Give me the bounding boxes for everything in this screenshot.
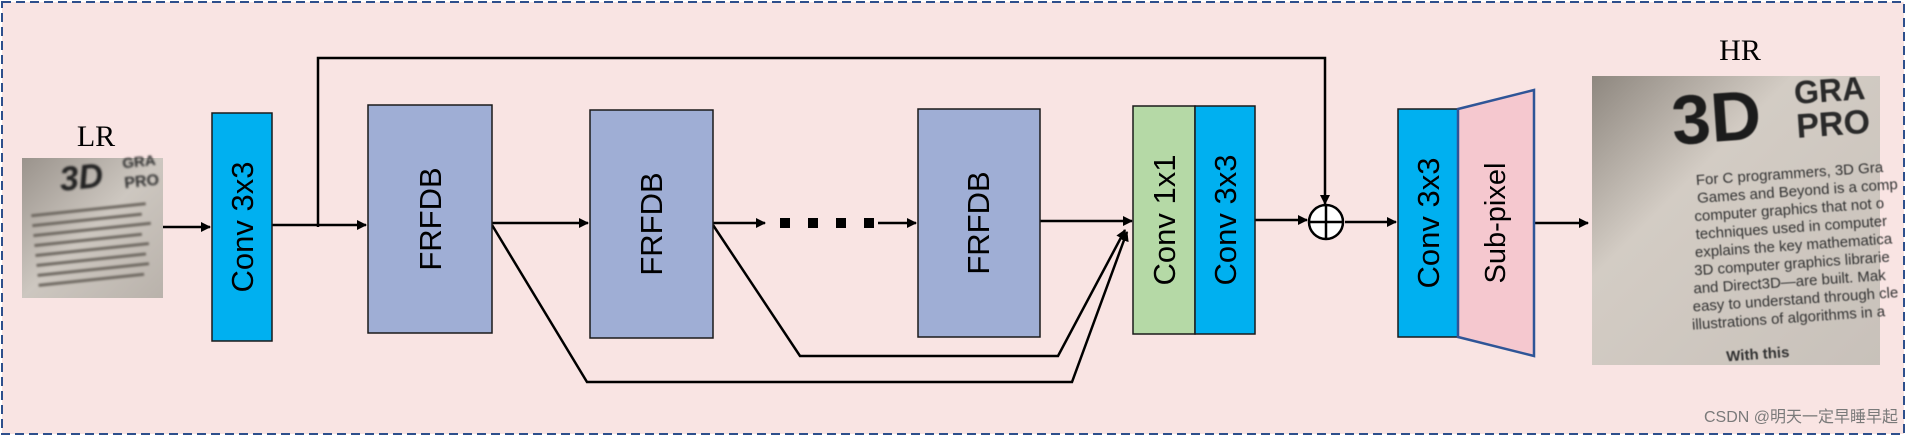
lr-image-text-2: GRA (122, 152, 157, 172)
frfdb-2-label: FRFDB (634, 172, 669, 275)
subpixel-block (1456, 88, 1536, 358)
frfdb-block-1 (367, 104, 493, 334)
conv-up-block (1397, 108, 1459, 338)
lr-image-text-1: 3D (58, 157, 105, 199)
watermark: CSDN @明天一定早睡早起 (1704, 408, 1898, 426)
hr-label: HR (1719, 34, 1761, 67)
concat-connection-2 (711, 224, 1127, 358)
hr-image-text-3: PRO (1795, 103, 1871, 146)
hr-image-line-10: With this (1726, 344, 1790, 365)
frfdb-block-2 (589, 109, 714, 339)
frfdb-n-label: FRFDB (961, 171, 996, 274)
conv-in-label: Conv 3x3 (225, 162, 260, 293)
conv-1x1-block (1132, 105, 1196, 335)
concat-connection-1 (490, 224, 1129, 384)
lr-image: 3D GRA PRO (22, 152, 163, 298)
conv-up-label: Conv 3x3 (1411, 158, 1446, 289)
subpixel-label: Sub-pixel (1480, 163, 1512, 284)
conv-fuse-block (1194, 105, 1256, 335)
frfdb-1-label: FRFDB (413, 167, 448, 270)
conv-1x1-label: Conv 1x1 (1147, 155, 1182, 286)
global-skip-connection (316, 56, 1330, 227)
add-operator-icon (1307, 203, 1345, 241)
hr-image-text-1: 3D (1669, 75, 1764, 159)
frfdb-block-n (917, 108, 1041, 338)
ellipsis-dots (780, 218, 874, 228)
hr-image-text-2: GRA (1793, 70, 1866, 111)
conv-in-block (211, 112, 273, 342)
lr-label: LR (77, 120, 115, 153)
conv-fuse-label: Conv 3x3 (1208, 155, 1243, 286)
hr-image: 3D GRA PRO For C programmers, 3D Gra Gam… (1592, 70, 1899, 365)
lr-image-text-3: PRO (124, 172, 160, 193)
